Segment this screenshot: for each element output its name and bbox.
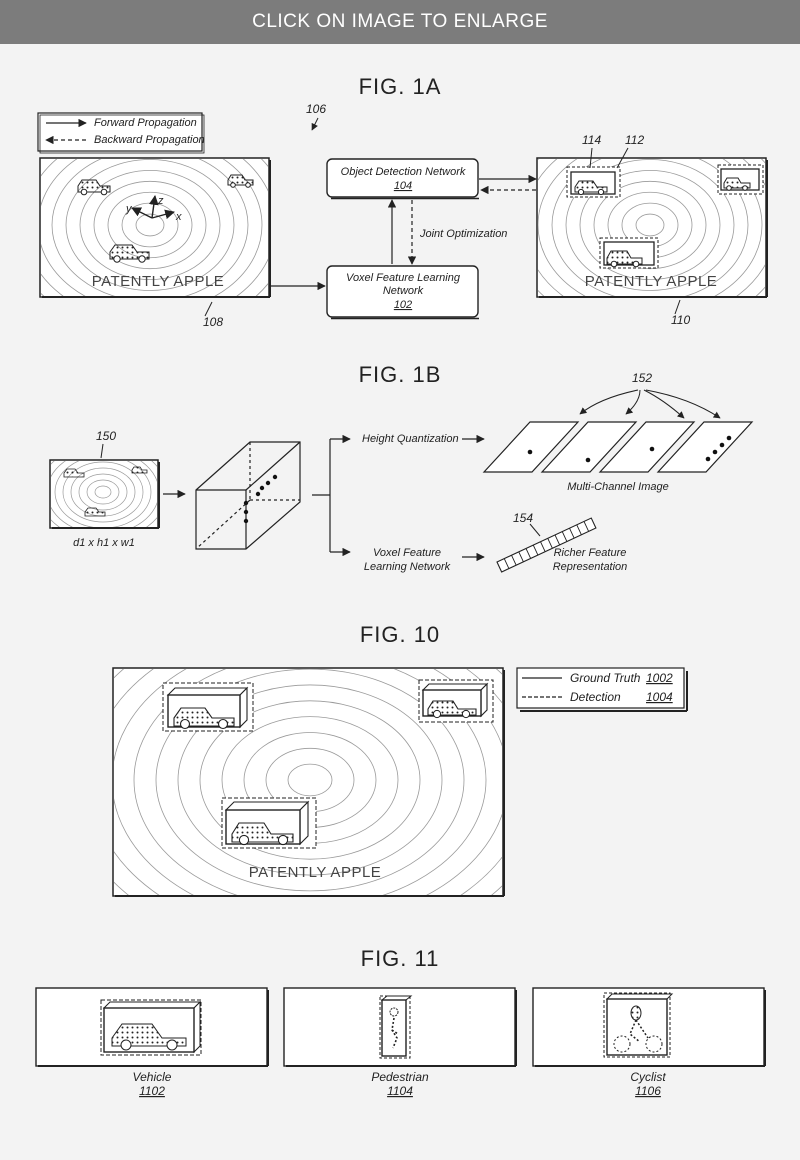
ref-152: 152 bbox=[632, 371, 652, 385]
vehicle-ref: 1102 bbox=[139, 1084, 165, 1098]
ref-154: 154 bbox=[513, 511, 533, 525]
vehicle-label: Vehicle bbox=[133, 1070, 172, 1084]
legend-forward: Forward Propagation bbox=[94, 117, 197, 129]
scan-ring bbox=[579, 169, 721, 280]
lidar-scene-150 bbox=[49, 459, 160, 529]
detected-vehicle-box bbox=[221, 797, 317, 849]
vfl-ref: 102 bbox=[394, 299, 412, 311]
scan-ring bbox=[41, 159, 263, 296]
scan-ring bbox=[635, 213, 665, 237]
vfl-label-2b: Learning Network bbox=[364, 561, 451, 573]
height-quantization-label: Height Quantization bbox=[362, 433, 459, 445]
ref-152-arrows bbox=[579, 389, 721, 419]
scan-ring bbox=[93, 180, 207, 270]
watermark: PATENTLY APPLE bbox=[249, 864, 382, 881]
legend-detection-ref: 1004 bbox=[646, 690, 673, 704]
class-panel-cyclist bbox=[532, 987, 766, 1067]
detected-vehicle-box bbox=[162, 682, 254, 732]
vfl-label-1: Voxel Feature Learning bbox=[346, 272, 461, 284]
voxel-grid-cube bbox=[195, 441, 301, 550]
scan-ring bbox=[65, 159, 235, 291]
scan-ring bbox=[79, 169, 221, 280]
output-scene-110: PATENTLY APPLE bbox=[536, 157, 768, 298]
class-panel-vehicle bbox=[35, 987, 269, 1067]
branch-connector bbox=[312, 434, 351, 557]
scan-ring bbox=[199, 700, 421, 860]
ref-112: 112 bbox=[625, 133, 644, 147]
vfl-label-1b: Voxel Feature bbox=[373, 547, 441, 559]
car-icon bbox=[77, 179, 111, 196]
car-icon bbox=[227, 174, 254, 188]
enlarge-banner[interactable]: CLICK ON IMAGE TO ENLARGE bbox=[0, 0, 800, 44]
detected-car-box bbox=[717, 164, 764, 195]
watermark: PATENTLY APPLE bbox=[92, 273, 225, 290]
odn-ref: 104 bbox=[394, 180, 412, 192]
object-detection-network-box: Object Detection Network 104 bbox=[326, 158, 479, 200]
dims-label: d1 x h1 x w1 bbox=[73, 537, 135, 549]
class-panel-pedestrian bbox=[283, 987, 517, 1067]
car-icon bbox=[109, 244, 150, 263]
fig11-title: FIG. 11 bbox=[361, 946, 440, 971]
scan-ring bbox=[54, 461, 152, 527]
scan-ring bbox=[538, 159, 763, 296]
fig10-title: FIG. 10 bbox=[360, 622, 440, 647]
ref-106-arrow bbox=[311, 117, 319, 131]
scan-ring bbox=[107, 191, 193, 259]
legend-ground-truth: Ground Truth bbox=[570, 671, 641, 685]
axes-icon: z x y bbox=[125, 195, 182, 223]
axis-x-label: x bbox=[175, 211, 182, 223]
fig1a-title: FIG. 1A bbox=[359, 74, 442, 99]
detected-vehicle-box bbox=[418, 679, 494, 723]
ref-108: 108 bbox=[203, 315, 223, 329]
richer-label-2: Representation bbox=[553, 561, 628, 573]
ref-114: 114 bbox=[582, 133, 601, 147]
ref-150: 150 bbox=[96, 429, 116, 443]
legend-ground-truth-ref: 1002 bbox=[646, 671, 673, 685]
richer-label-1: Richer Feature bbox=[554, 547, 627, 559]
pedestrian-label: Pedestrian bbox=[371, 1070, 429, 1084]
scan-ring bbox=[51, 159, 249, 296]
axis-z-label: z bbox=[157, 195, 164, 207]
legend-detection: Detection bbox=[570, 690, 621, 704]
odn-label: Object Detection Network bbox=[341, 166, 466, 178]
cyclist-ref: 1106 bbox=[635, 1084, 661, 1098]
scan-ring bbox=[155, 669, 465, 892]
scan-ring bbox=[133, 669, 487, 895]
detected-car-box bbox=[599, 237, 659, 269]
vfl-label-2: Network bbox=[383, 285, 424, 297]
patent-figure: FIG. 1A Forward Propagation Backward Pro… bbox=[35, 74, 768, 1098]
scan-ring bbox=[135, 213, 165, 237]
cyclist-label: Cyclist bbox=[630, 1070, 666, 1084]
scan-ring bbox=[565, 159, 735, 291]
scan-ring bbox=[551, 159, 749, 296]
detection-scene-fig10: PATENTLY APPLE bbox=[112, 667, 505, 897]
scan-ring bbox=[593, 180, 707, 270]
scan-ring bbox=[287, 763, 333, 797]
ref-106: 106 bbox=[306, 102, 326, 116]
detected-car-box bbox=[566, 166, 621, 198]
legend-backward: Backward Propagation bbox=[94, 134, 205, 146]
fig1b-title: FIG. 1B bbox=[359, 362, 442, 387]
scan-ring bbox=[78, 473, 128, 511]
scan-ring bbox=[62, 461, 144, 523]
propagation-legend: Forward Propagation Backward Propagation bbox=[37, 112, 205, 154]
ref-110: 110 bbox=[671, 313, 690, 327]
multichannel-label: Multi-Channel Image bbox=[567, 481, 669, 493]
input-scene-108: z x y PATENTLY APPLE bbox=[39, 157, 271, 298]
richer-feature-vector bbox=[496, 517, 597, 573]
scan-ring bbox=[177, 684, 443, 876]
voxel-feature-learning-box: Voxel Feature Learning Network 102 bbox=[326, 265, 479, 320]
scan-ring bbox=[86, 479, 120, 505]
watermark: PATENTLY APPLE bbox=[585, 273, 718, 290]
scan-ring bbox=[94, 485, 112, 499]
joint-optimization-label: Joint Optimization bbox=[419, 228, 507, 240]
pedestrian-ref: 1104 bbox=[387, 1084, 413, 1098]
gt-detection-legend: Ground Truth 1002 Detection 1004 bbox=[516, 667, 688, 712]
multi-channel-image bbox=[482, 421, 754, 473]
axis-y-label: y bbox=[125, 203, 133, 215]
